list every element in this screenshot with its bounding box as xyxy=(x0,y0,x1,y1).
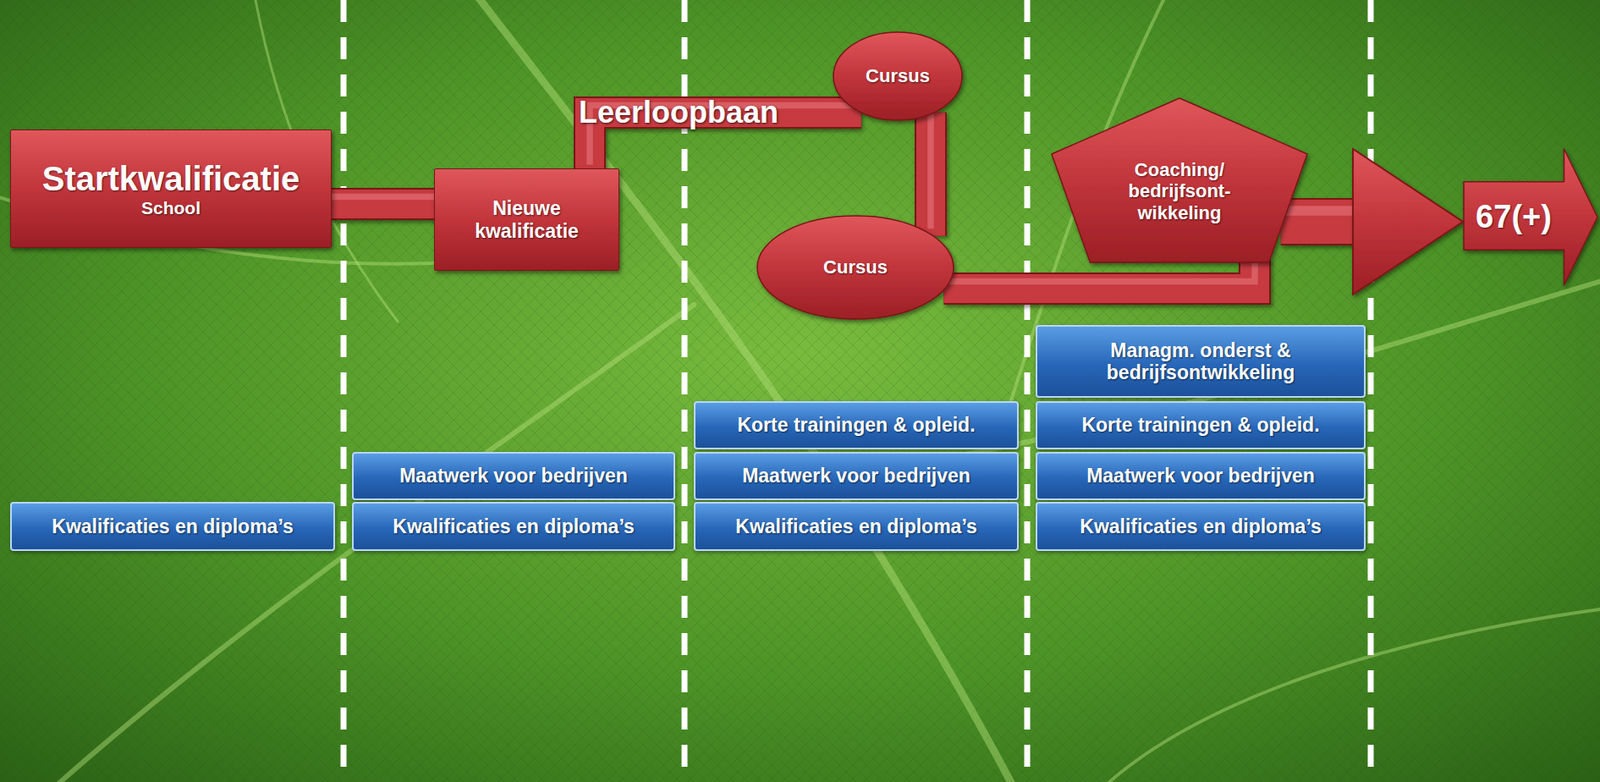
end-arrow: 67(+) xyxy=(1462,148,1599,286)
service-box: Korte trainingen & opleid. xyxy=(693,401,1019,450)
service-box: Maatwerk voor bedrijven xyxy=(351,451,676,501)
node-text: Kwalificaties en diploma’s xyxy=(1079,515,1321,538)
node-text: Startkwalificatie xyxy=(42,159,301,198)
path-band xyxy=(328,189,438,219)
node-text: Cursus xyxy=(823,256,888,278)
service-box: Kwalificaties en diploma’s xyxy=(10,501,336,551)
pentagon-shape xyxy=(1051,98,1308,263)
course-ellipse: Cursus xyxy=(755,214,956,321)
ellipse-shape xyxy=(833,32,963,121)
node-text: Managm. onderst & bedrijfsontwikkeling xyxy=(1090,339,1311,385)
phase-dividers xyxy=(343,0,1371,782)
leaf-vein xyxy=(473,0,1016,782)
service-box: Kwalificaties en diploma’s xyxy=(351,501,676,551)
arrow-head xyxy=(1352,148,1463,295)
career-path xyxy=(328,197,438,205)
node-text: Kwalificaties en diploma’s xyxy=(392,515,634,538)
node-text: Maatwerk voor bedrijven xyxy=(1086,464,1315,487)
node-text: 67(+) xyxy=(1475,198,1552,237)
edge-label: Leerloopbaan xyxy=(578,95,779,130)
path-band xyxy=(1281,199,1355,244)
service-box: Maatwerk voor bedrijven xyxy=(1035,451,1366,501)
path-highlight xyxy=(328,193,438,200)
service-box: Korte trainingen & opleid. xyxy=(1035,401,1366,450)
leaf-vein xyxy=(1099,609,1600,782)
node-text: Kwalificaties en diploma’s xyxy=(51,515,293,538)
node-text: Korte trainingen & opleid. xyxy=(1081,413,1320,436)
ellipse-shape xyxy=(757,215,954,319)
coaching-pentagon: Coaching/ bedrijfsont- wikkeling xyxy=(1050,97,1309,264)
node-text: School xyxy=(141,197,201,219)
path-highlight xyxy=(1281,205,1355,215)
service-box: Managm. onderst & bedrijfsontwikkeling xyxy=(1035,324,1366,398)
phase-divider xyxy=(1368,0,1375,782)
arrow-shape xyxy=(1463,148,1598,286)
career-path xyxy=(930,104,932,236)
node-text: Maatwerk voor bedrijven xyxy=(399,464,628,487)
qualification-box: Nieuwe kwalificatie xyxy=(434,168,620,271)
service-box: Kwalificaties en diploma’s xyxy=(693,501,1019,551)
node-text: Coaching/ bedrijfsont- wikkeling xyxy=(1107,159,1252,224)
node-text: Cursus xyxy=(865,65,930,87)
node-text: Maatwerk voor bedrijven xyxy=(742,464,971,487)
qualification-box: StartkwalificatieSchool xyxy=(10,129,332,248)
phase-divider xyxy=(340,0,347,782)
career-path xyxy=(1281,148,1463,295)
node-text: Korte trainingen & opleid. xyxy=(736,413,975,436)
phase-divider xyxy=(1024,0,1031,782)
path-outline xyxy=(1281,197,1355,246)
node-text: Kwalificaties en diploma’s xyxy=(735,515,977,538)
path-outline xyxy=(328,187,438,220)
course-ellipse: Cursus xyxy=(831,30,964,122)
node-text: Nieuwe kwalificatie xyxy=(455,197,600,242)
path-highlight xyxy=(927,104,934,229)
service-box: Maatwerk voor bedrijven xyxy=(693,451,1019,501)
service-box: Kwalificaties en diploma’s xyxy=(1035,501,1366,551)
